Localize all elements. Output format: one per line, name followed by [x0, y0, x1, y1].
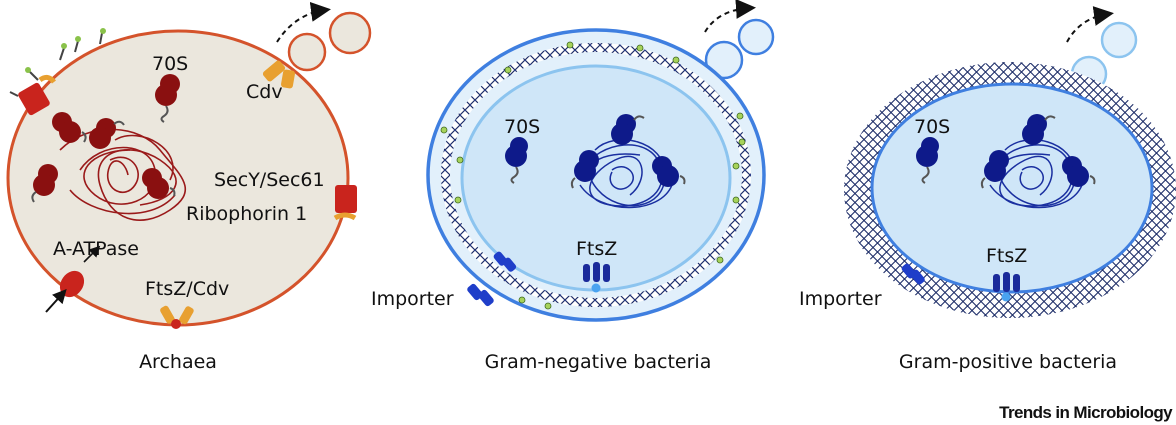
gram-positive-panel: 70S FtsZ Importer Gram-positive bacteria: [799, 6, 1176, 373]
a-atpase-icon: [45, 245, 101, 313]
gp-importer-icon: [901, 263, 925, 285]
archaea-caption: Archaea: [139, 351, 217, 373]
archaea-secy-label: SecY/Sec61: [214, 169, 325, 191]
gn-caption: Gram-negative bacteria: [485, 351, 712, 373]
gn-ftsz-label: FtsZ: [576, 238, 617, 260]
cdv-protein-icon: [262, 60, 295, 89]
ribosome-icon: [1062, 156, 1096, 187]
gn-periplasm-dots: [440, 41, 746, 310]
ribosome-icon: [611, 114, 645, 145]
gn-vesicle-small: [704, 40, 744, 80]
ribosome-icon: [652, 156, 686, 187]
gp-release-arrow: [1066, 6, 1114, 43]
gn-ftsz-icon: [583, 262, 610, 293]
gn-70s-label: 70S: [504, 116, 540, 138]
gp-cytoplasm: [870, 82, 1154, 294]
gp-vesicle-released: [1100, 21, 1138, 59]
ribosome-icon: [916, 137, 939, 184]
membrane-complex-icon: [9, 74, 56, 116]
archaea-ribophorin-label: Ribophorin 1: [186, 203, 307, 225]
archaea-ribosomes: [31, 74, 180, 203]
gn-vesicle-released: [737, 18, 775, 56]
archaea-nucleoid: [59, 128, 186, 221]
archaea-panel: 70S Cdv SecY/Sec61 Ribophorin 1 A-ATPase…: [6, 1, 372, 373]
gram-negative-panel: 70S FtsZ Importer Gram-negative bacteria: [371, 0, 775, 373]
gp-caption: Gram-positive bacteria: [899, 351, 1117, 373]
gn-importer-icon: [467, 251, 517, 307]
gp-ftsz-label: FtsZ: [986, 245, 1027, 267]
archaea-release-arrow: [276, 1, 331, 43]
surface-glycan-icons: [25, 28, 106, 81]
ribosome-icon: [155, 74, 180, 123]
archaea-vesicle-released: [328, 11, 372, 55]
gp-ribosomes: [916, 114, 1096, 189]
ribosome-icon: [31, 164, 58, 203]
archaea-vesicle-small: [287, 32, 327, 72]
archaea-ftsz-cdv-label: FtsZ/Cdv: [145, 278, 229, 300]
gn-ribosomes: [505, 114, 686, 189]
ribosome-icon: [52, 112, 87, 143]
secy-channel-icon: [333, 185, 357, 221]
ribosome-icon: [89, 118, 125, 149]
gp-ftsz-icon: [993, 272, 1020, 302]
gn-release-arrow: [704, 0, 756, 33]
ribosome-icon: [570, 150, 599, 189]
gp-importer-label: Importer: [799, 288, 882, 310]
ribosome-icon: [980, 150, 1009, 189]
gp-70s-label: 70S: [914, 116, 950, 138]
gn-importer-label: Importer: [371, 288, 454, 310]
archaea-cdv-label: Cdv: [246, 81, 283, 103]
journal-credit: Trends in Microbiology: [999, 403, 1173, 422]
ribosome-icon: [142, 168, 176, 199]
archaea-70s-label: 70S: [152, 53, 188, 75]
ftsz-cdv-icon: [160, 305, 194, 329]
ribosome-icon: [505, 137, 528, 184]
ribosome-icon: [1022, 114, 1056, 145]
archaea-atpase-label: A-ATPase: [53, 238, 139, 260]
